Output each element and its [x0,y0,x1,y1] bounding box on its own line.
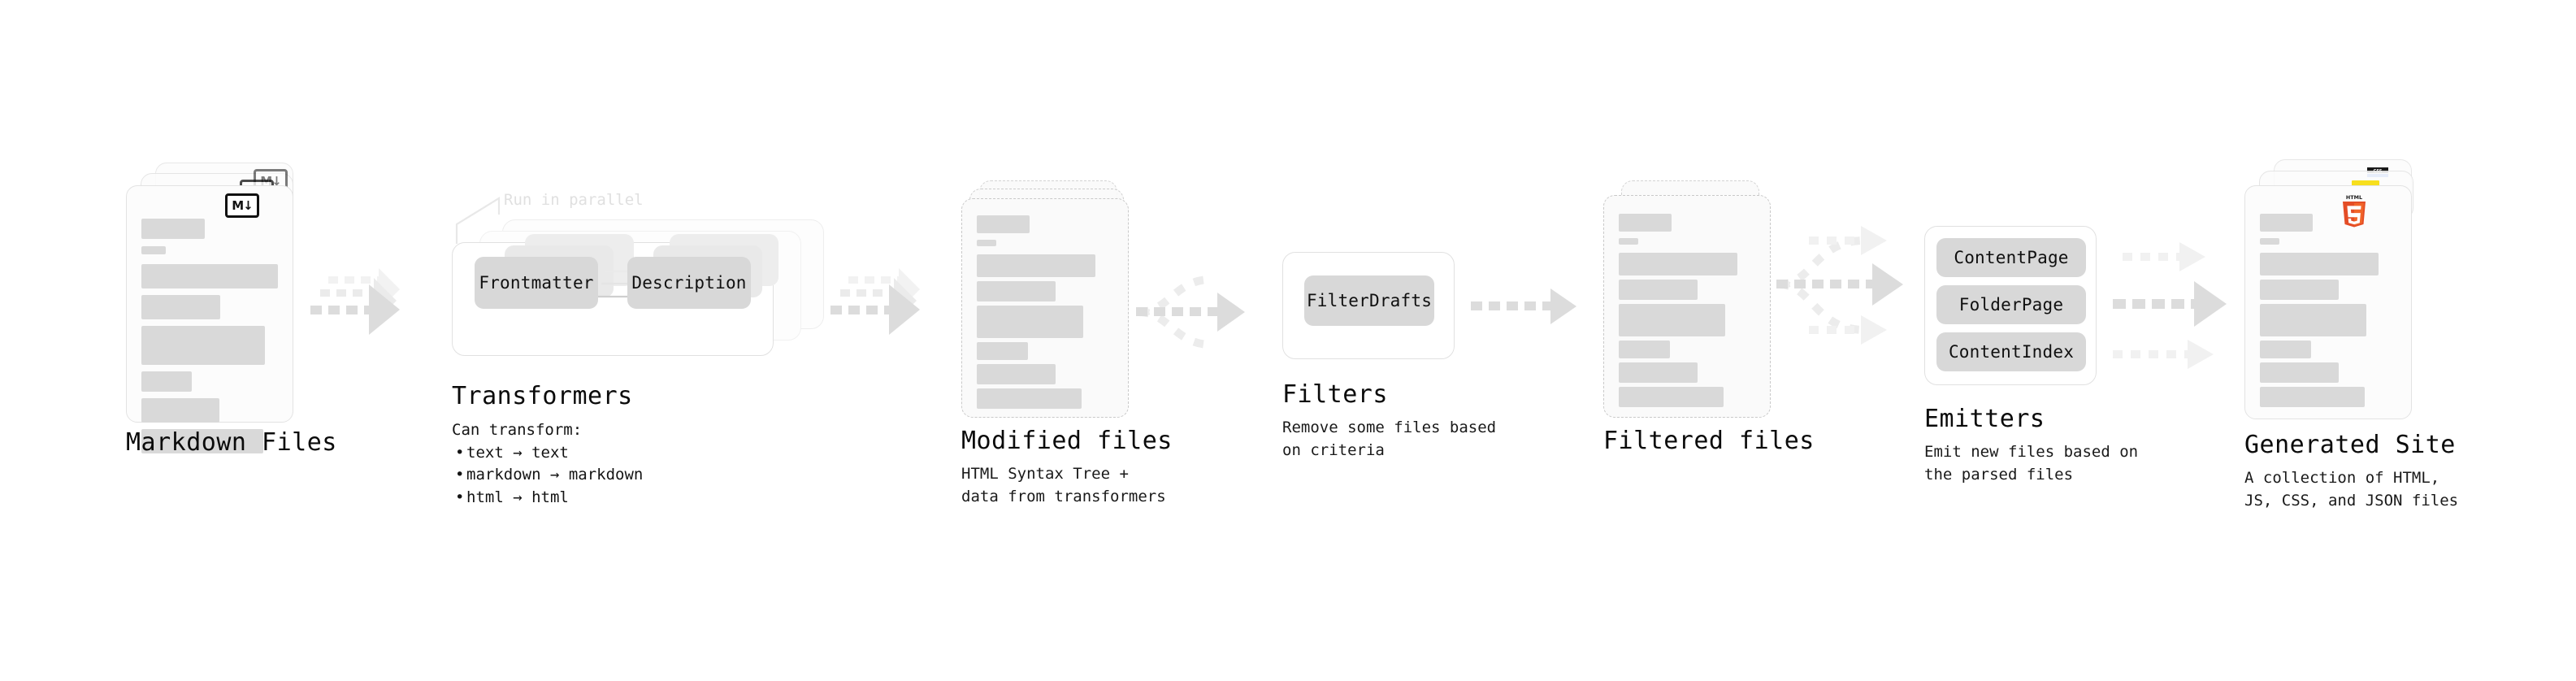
run-in-parallel-label: Run in parallel [504,191,644,209]
emitter-pill-contentindex-label: ContentIndex [1948,342,2075,362]
emitter-pill-contentpage[interactable]: ContentPage [1936,238,2086,277]
stage-subtitle-modified-files: HTML Syntax Tree + data from transformer… [961,465,1166,505]
emitter-pill-contentindex[interactable]: ContentIndex [1936,332,2086,371]
emitters-group: ContentPage FolderPage ContentIndex [1924,226,2097,385]
modified-card-front [961,198,1129,418]
transformers-group: Run in parallel Frontmatter Description [452,191,826,382]
modified-files-stack [961,180,1136,424]
markdown-card-front [126,185,293,453]
arrow-modified-to-filters [1136,275,1245,349]
emitter-pill-contentpage-label: ContentPage [1954,248,2069,267]
site-card-front [2244,185,2412,419]
filter-pill-filterdrafts[interactable]: FilterDrafts [1304,275,1434,326]
stage-title-filters: Filters [1282,380,1388,409]
markdown-badge-front: M↓ [225,193,259,218]
filter-pill-filterdrafts-label: FilterDrafts [1306,291,1433,310]
svg-text:HTML: HTML [2346,194,2362,201]
stage-title-transformers: Transformers [452,382,633,410]
transformer-pill-frontmatter-label: Frontmatter [479,273,594,293]
stage-subtitle-emitters: Emit new files based on the parsed files [1924,443,2139,484]
filtered-card-front [1603,195,1771,418]
stage-subtitle-filters: Remove some files based on criteria [1282,419,1497,459]
emitter-pill-folderpage-label: FolderPage [1958,295,2064,314]
stage-subtitle-generated-site: A collection of HTML, JS, CSS, and JSON … [2244,469,2459,510]
generated-site-stack: CSS HTML [2244,159,2435,427]
arrow-markdown-to-transformers [310,268,400,335]
arrow-transformers-to-modified [830,268,920,335]
html5-icon: HTML [2343,194,2366,228]
filtered-files-stack [1603,180,1778,424]
transformers-bullets: Can transform: text → text markdown → ma… [452,419,643,509]
arrow-emitters-to-site [2113,242,2227,369]
stage-title-markdown-files: Markdown Files [126,428,337,457]
stage-title-emitters: Emitters [1924,405,2045,433]
transformers-bullet-1: markdown → markdown [452,464,643,487]
arrow-filters-to-filtered [1471,288,1576,324]
transformers-bullet-2: html → html [452,487,643,510]
markdown-files-stack: M↓ M↓ M↓ [126,163,313,453]
run-in-parallel-pointer [455,197,501,244]
transformer-pill-frontmatter[interactable]: Frontmatter [475,257,598,309]
stage-title-filtered-files: Filtered files [1603,427,1815,455]
transformer-pill-description[interactable]: Description [627,257,751,309]
stage-title-generated-site: Generated Site [2244,431,2456,459]
stage-title-modified-files: Modified files [961,427,1173,455]
filters-group: FilterDrafts [1282,252,1455,359]
arrow-filtered-to-emitters [1776,226,1903,345]
transformers-bullets-header: Can transform: [452,421,583,439]
emitter-pill-folderpage[interactable]: FolderPage [1936,285,2086,324]
transformer-pill-description-label: Description [631,273,747,293]
transformers-bullet-0: text → text [452,442,643,465]
